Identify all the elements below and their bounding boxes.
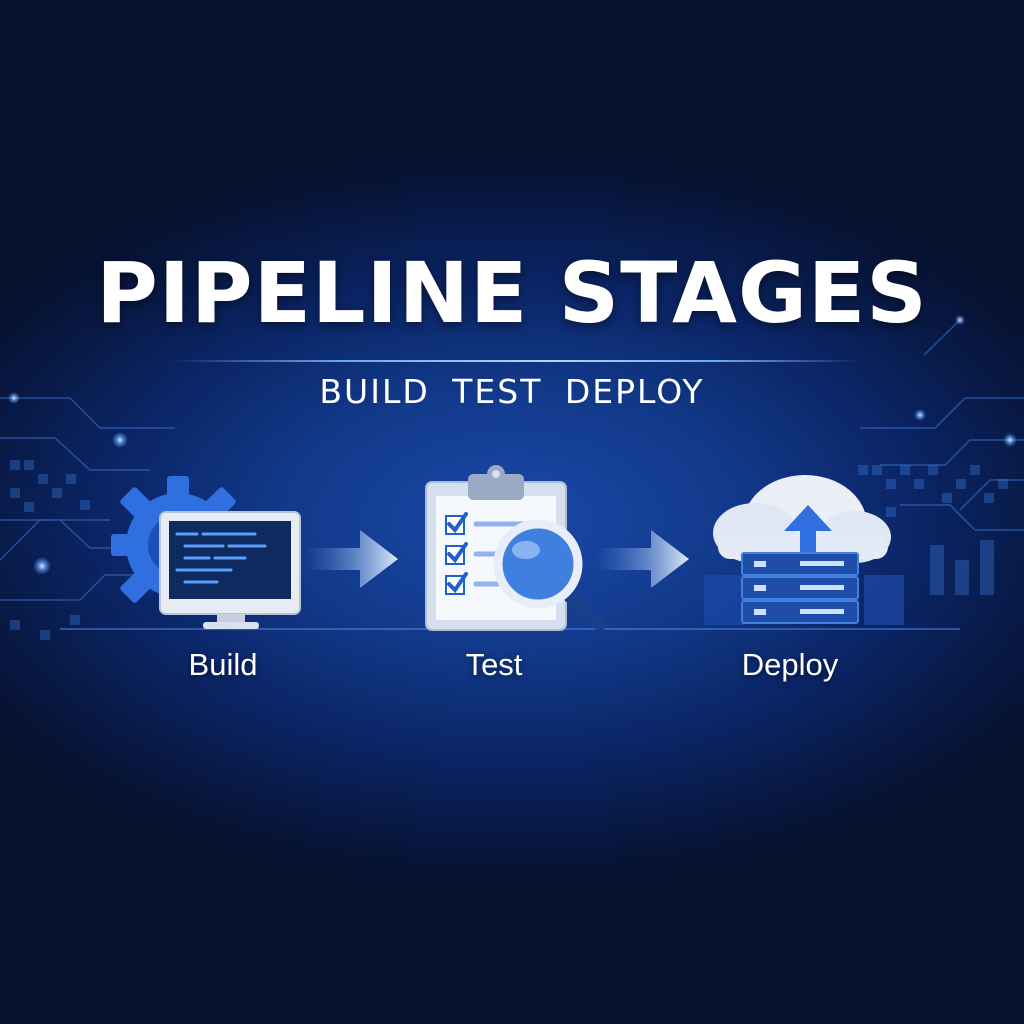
clipboard-magnifier-icon (425, 465, 607, 631)
magnifier-icon (493, 519, 607, 631)
server-rack-icon (704, 552, 904, 625)
arrow-right-icon-2 (596, 530, 689, 588)
subtitle-word-deploy: DEPLOY (564, 372, 705, 411)
monitor-icon (159, 511, 301, 629)
subtitle-word-build: BUILD (319, 372, 430, 411)
title-divider (170, 360, 860, 362)
stage-label-build: Build (188, 647, 258, 682)
subtitle-word-test: TEST (452, 372, 543, 411)
page-title: PIPELINE STAGES (96, 244, 928, 342)
stage-label-deploy: Deploy (741, 647, 839, 682)
subtitle: BUILD TEST DEPLOY (0, 372, 1024, 412)
gear-monitor-icon (111, 476, 301, 629)
stage-label-test: Test (465, 647, 523, 682)
cloud-server-icon (704, 475, 904, 625)
checklist-icon (445, 512, 543, 595)
arrow-right-icon (305, 530, 398, 588)
